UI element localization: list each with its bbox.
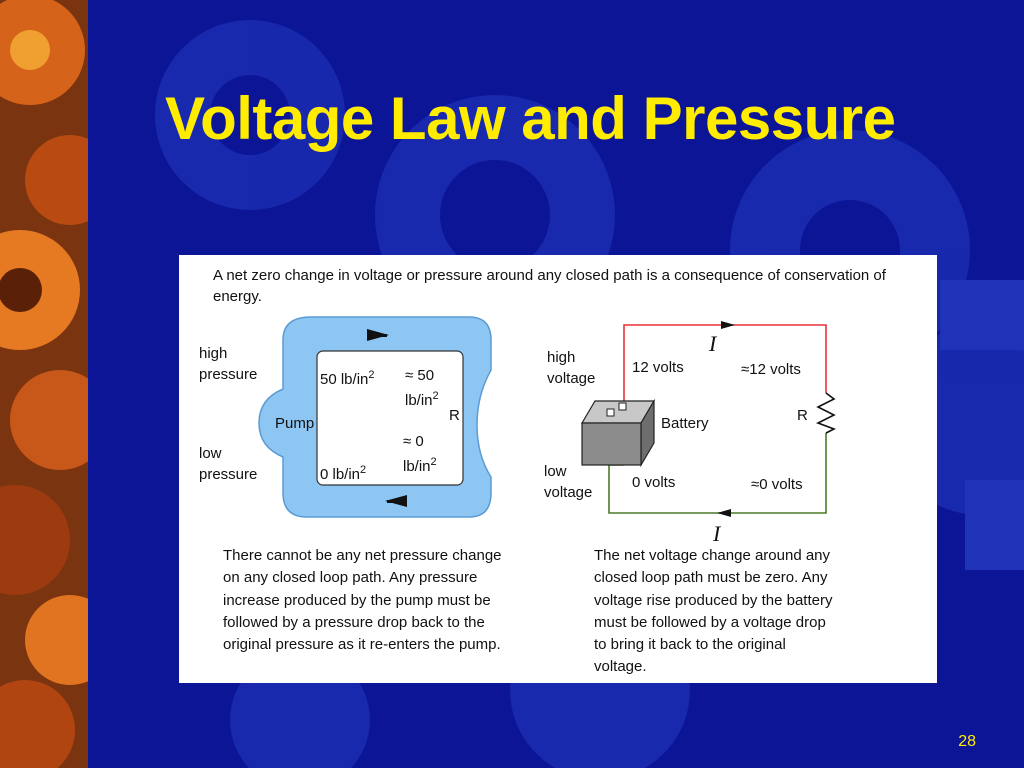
battery-label: Battery: [661, 415, 709, 432]
pump-resistor-label: R: [449, 407, 460, 424]
top-left-voltage: 12 volts: [632, 359, 684, 376]
pump-label: Pump: [275, 415, 315, 432]
current-label-bottom: I: [713, 521, 721, 546]
bottom-right-voltage: ≈0 volts: [751, 476, 803, 493]
decorative-gear-strip: [0, 0, 92, 768]
page-number: 28: [958, 733, 976, 750]
bottom-left-pressure: 0 lb/in2: [320, 464, 367, 483]
figure-intro-text: A net zero change in voltage or pressure…: [213, 267, 886, 305]
pump-caption: There cannot be any net pressure change …: [223, 547, 502, 654]
top-right-voltage: ≈12 volts: [741, 361, 801, 378]
circuit: [580, 321, 836, 517]
current-label-top: I: [709, 331, 717, 356]
bottom-left-voltage: 0 volts: [632, 474, 676, 491]
circuit-caption: The net voltage change around any closed…: [594, 547, 833, 676]
resistor-symbol: [816, 392, 836, 434]
pump-loop: [258, 316, 492, 518]
current-arrow-bottom: [717, 509, 731, 517]
top-left-pressure: 50 lb/in2: [320, 369, 375, 388]
pipe-inner: [316, 350, 464, 486]
circuit-resistor-label: R: [797, 407, 808, 424]
slide-title: Voltage Law and Pressure: [165, 85, 896, 152]
battery-icon: [581, 422, 642, 466]
figure-diagrams: [258, 316, 836, 518]
current-arrow-top: [721, 321, 735, 329]
figure-panel: A net zero change in voltage or pressure…: [179, 255, 937, 683]
